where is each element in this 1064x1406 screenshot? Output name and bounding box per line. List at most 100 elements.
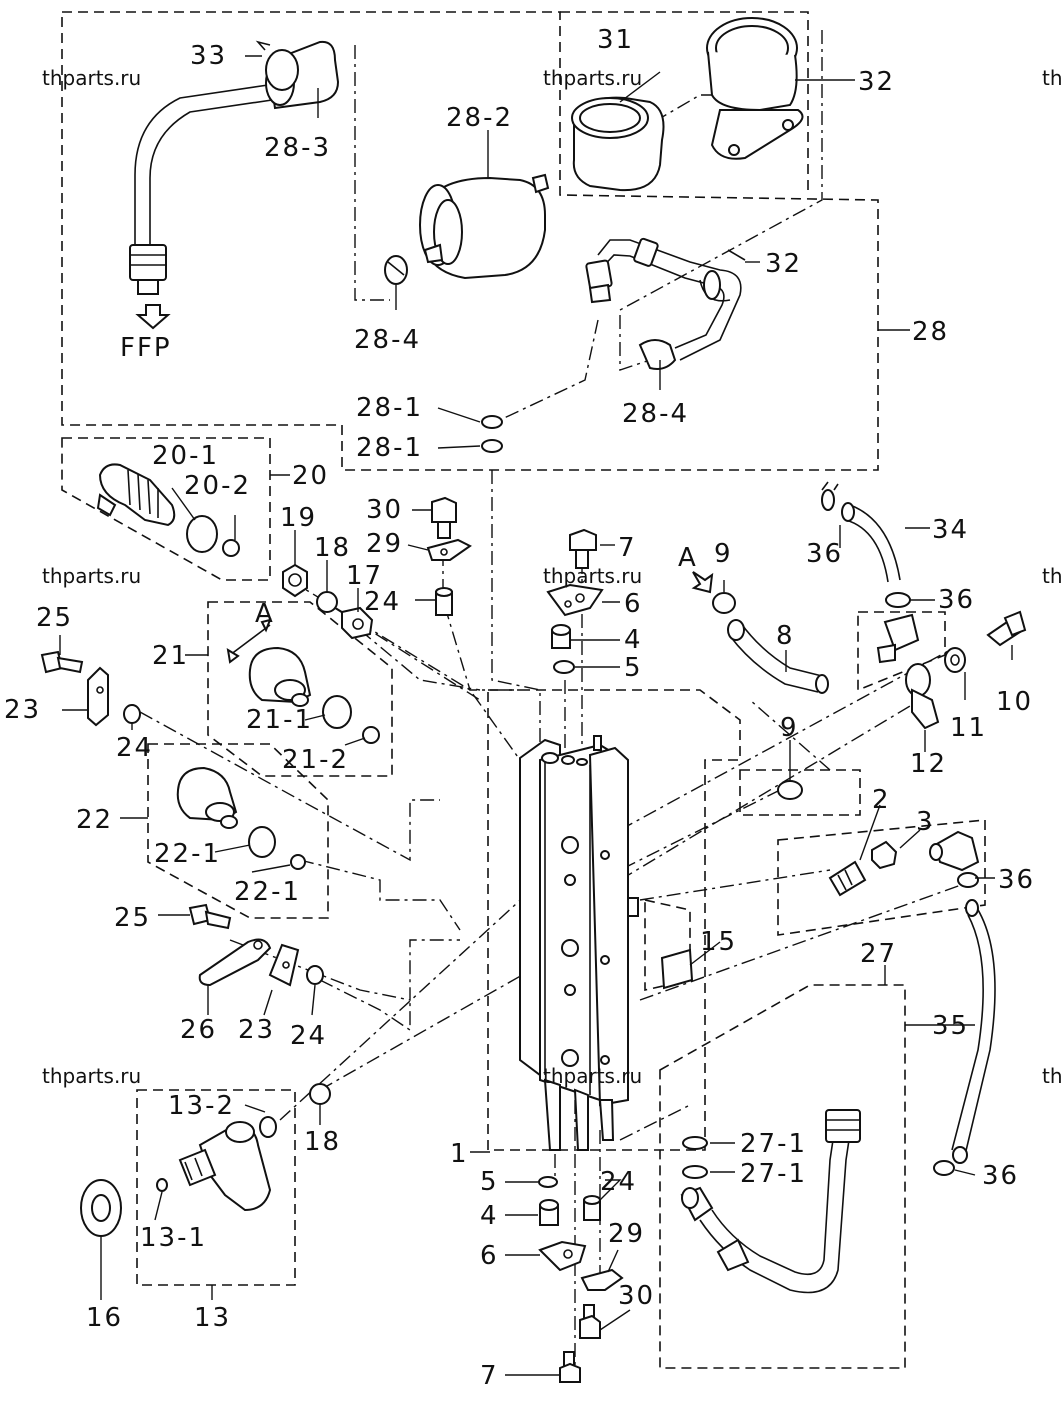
callout-30-lower: 30 — [618, 1281, 655, 1311]
fitting-34-elbow — [876, 613, 920, 664]
view-a-label-right: A — [678, 543, 698, 573]
part-36-clamp-upper — [821, 481, 839, 511]
group-13-boundary — [136, 1089, 296, 1286]
callout-3: 3 — [916, 807, 935, 837]
callout-20: 20 — [292, 461, 329, 491]
callout-29-lower: 29 — [608, 1219, 645, 1249]
callout-33: 33 — [190, 41, 227, 71]
part-22-injector — [176, 766, 306, 870]
part-23-plate-lower — [268, 943, 300, 987]
callout-24-lower: 24 — [600, 1167, 637, 1197]
callout-15: 15 — [700, 927, 737, 957]
callout-28-4-lower: 28-4 — [622, 399, 689, 429]
callout-25-lower: 25 — [114, 903, 151, 933]
part-27-fuel-pipe — [680, 1109, 861, 1294]
group-31-32-boundary — [560, 11, 809, 195]
part-26-clamp — [198, 938, 272, 987]
callout-28-1-b: 28-1 — [356, 433, 423, 463]
part-32-bracket-ring — [706, 17, 804, 160]
callout-6-upper: 6 — [624, 589, 643, 619]
callout-27: 27 — [860, 939, 897, 969]
part-28-4-clip-upper — [384, 255, 408, 285]
part-24-collar-bottom — [583, 1195, 601, 1221]
part-28-3-hose — [129, 40, 340, 295]
callout-36-bottom: 36 — [982, 1161, 1019, 1191]
part-24-collar-upper — [435, 587, 453, 616]
callout-6-lower: 6 — [480, 1241, 499, 1271]
callout-31: 31 — [597, 25, 634, 55]
ffp-arrow-icon — [135, 304, 171, 330]
callout-7-lower: 7 — [480, 1361, 499, 1391]
callout-20-1: 20-1 — [152, 441, 219, 471]
callout-21-2: 21-2 — [282, 745, 349, 775]
part-8-hose — [727, 619, 829, 694]
part-9-clip-upper — [712, 592, 736, 614]
watermark-2: thparts.ru — [543, 66, 642, 90]
callout-18-upper: 18 — [314, 533, 351, 563]
part-24-collar-left — [123, 704, 141, 724]
part-28-1-orings — [481, 415, 503, 453]
callout-19: 19 — [280, 503, 317, 533]
callout-10: 10 — [996, 687, 1033, 717]
callout-4-lower: 4 — [480, 1201, 499, 1231]
callout-24-lower-left: 24 — [290, 1021, 327, 1051]
callout-36-right: 36 — [998, 865, 1035, 895]
watermark-4: thparts.ru — [42, 564, 141, 588]
part-21-injector — [226, 618, 380, 744]
callout-22-1-a: 22-1 — [154, 839, 221, 869]
callout-27-1-b: 27-1 — [740, 1159, 807, 1189]
watermark-9: thparts.ru — [1042, 1064, 1064, 1088]
callout-9-lower: 9 — [780, 713, 799, 743]
watermark-6: thparts.ru — [1042, 564, 1064, 588]
part-33-clamp — [255, 40, 299, 91]
view-a-label-left: A — [255, 599, 275, 629]
part-34-hose — [841, 502, 901, 583]
part-18-collar-lower — [309, 1083, 331, 1105]
callout-32-top: 32 — [858, 67, 895, 97]
watermark-7: thparts.ru — [42, 1064, 141, 1088]
callout-22-1-b: 22-1 — [234, 877, 301, 907]
callout-5-lower: 5 — [480, 1167, 499, 1197]
callout-13-2: 13-2 — [168, 1091, 235, 1121]
part-20-pressure-regulator — [96, 463, 240, 557]
watermark-3: thparts.ru — [1042, 66, 1064, 90]
callout-26: 26 — [180, 1015, 217, 1045]
group-22-boundary — [147, 743, 329, 919]
part-31-sleeve — [571, 96, 665, 192]
callout-36-upper: 36 — [806, 539, 843, 569]
callout-18-lower: 18 — [304, 1127, 341, 1157]
callout-8: 8 — [776, 621, 795, 651]
part-36-clamp-mid — [885, 592, 911, 608]
part-30-bolt-lower — [579, 1304, 601, 1339]
callout-36-mid: 36 — [938, 585, 975, 615]
group-27-boundary — [659, 984, 906, 1369]
callout-30-upper: 30 — [366, 495, 403, 525]
part-4-insulator-lower — [539, 1199, 559, 1226]
part-28-fuel-pipe — [585, 237, 746, 370]
part-10-bolt — [986, 610, 1027, 647]
group-2-3-boundary — [777, 819, 986, 936]
part-5-oring-lower — [538, 1176, 558, 1188]
callout-4-upper: 4 — [624, 625, 643, 655]
part-6-bracket-lower — [538, 1240, 587, 1272]
callout-23-upper: 23 — [4, 695, 41, 725]
watermark-8: thparts.ru — [543, 1064, 642, 1088]
callout-35: 35 — [932, 1011, 969, 1041]
part-29-bracket-lower — [580, 1268, 624, 1291]
part-9-clip-lower — [777, 780, 803, 800]
callout-28-1-a: 28-1 — [356, 393, 423, 423]
part-27-1-orings — [682, 1136, 708, 1179]
callout-23-lower: 23 — [238, 1015, 275, 1045]
callout-21-1: 21-1 — [246, 705, 313, 735]
part-6-bracket-upper — [546, 583, 604, 617]
callout-12: 12 — [910, 749, 947, 779]
fuel-rail-body — [519, 735, 639, 1151]
callout-29-upper: 29 — [366, 529, 403, 559]
part-25-bolt-upper — [40, 650, 84, 674]
part-2-connector — [828, 860, 867, 897]
callout-20-2: 20-2 — [184, 471, 251, 501]
part-12-terminal — [905, 663, 940, 730]
callout-24-left: 24 — [116, 733, 153, 763]
callout-27-1-a: 27-1 — [740, 1129, 807, 1159]
